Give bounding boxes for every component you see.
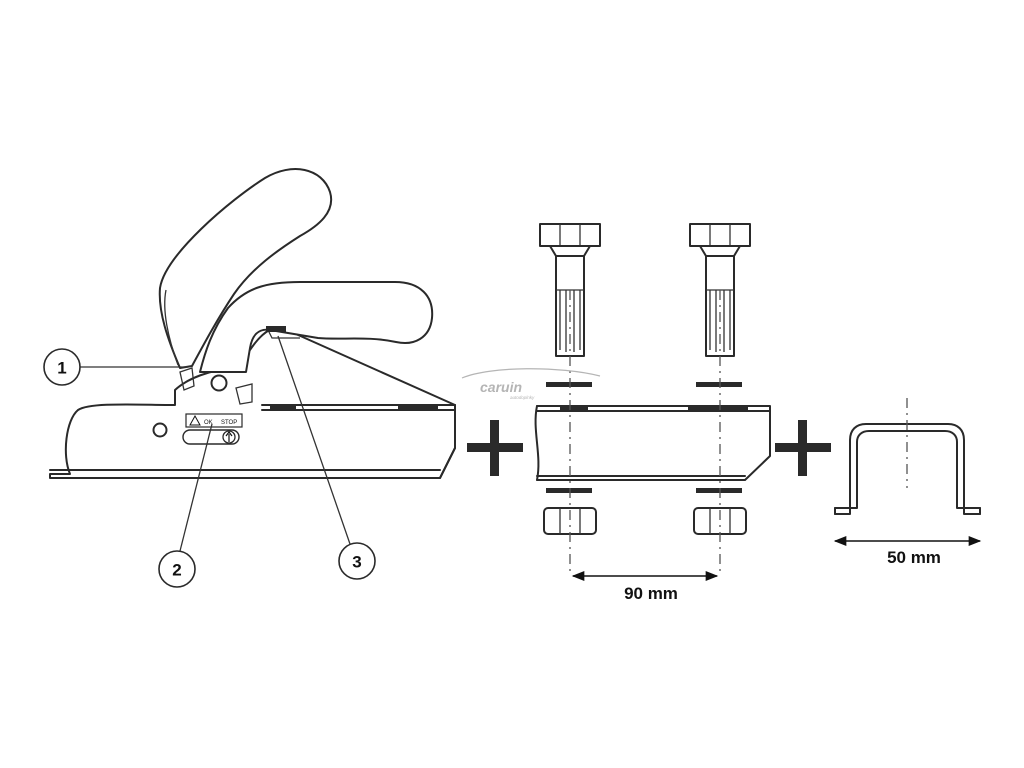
svg-text:autodoplnky: autodoplnky xyxy=(510,395,535,400)
callout-1: 1 xyxy=(43,348,188,386)
wear-indicator-tab xyxy=(266,326,286,332)
pivot-hole xyxy=(210,374,228,392)
svg-text:2: 2 xyxy=(172,561,181,580)
callout-3: 3 xyxy=(277,335,376,580)
u-profile xyxy=(834,398,981,515)
svg-text:90 mm: 90 mm xyxy=(624,584,678,603)
washer-top-right xyxy=(696,382,742,387)
bolt-slot-marker xyxy=(398,405,438,410)
dimension-profile-width: 50 mm xyxy=(833,535,982,567)
bolt-slot-marker xyxy=(270,405,296,410)
washer-top-left xyxy=(546,382,592,387)
washer-bottom-left xyxy=(546,488,592,493)
dimension-bolt-spacing: 90 mm xyxy=(571,570,719,603)
indicator-ok-label: OK xyxy=(204,420,213,426)
plus-icon xyxy=(467,420,523,476)
svg-text:3: 3 xyxy=(352,553,361,572)
coupling-handle-open xyxy=(158,168,333,369)
drawbar-section xyxy=(534,405,771,481)
callout-2: 2 xyxy=(158,423,213,588)
watermark-logo: caruin autodoplnky xyxy=(461,368,601,400)
washer-bottom-right xyxy=(696,488,742,493)
plus-icon xyxy=(775,420,831,476)
svg-text:1: 1 xyxy=(57,359,66,378)
svg-text:caruin: caruin xyxy=(480,379,522,395)
coupling-head: OK STOP xyxy=(49,168,456,479)
indicator-stop-label: STOP xyxy=(221,420,237,426)
indicator-arrow-icon xyxy=(225,431,233,442)
body-hole xyxy=(152,422,168,438)
svg-text:50 mm: 50 mm xyxy=(887,548,941,567)
